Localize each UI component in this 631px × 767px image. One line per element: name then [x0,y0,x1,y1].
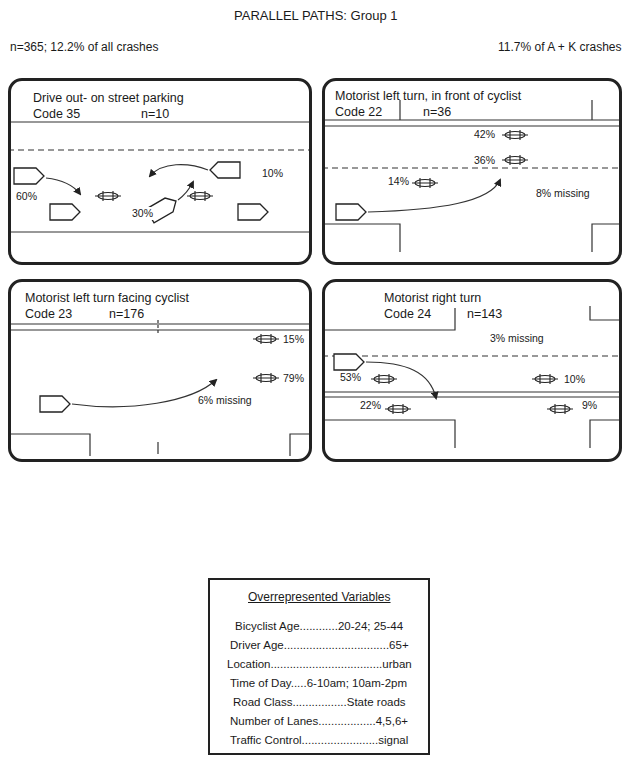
illustration-stroke [40,396,70,412]
illustration-stroke [8,434,312,456]
illustration-stroke [366,362,436,398]
illustration-stroke [8,324,312,330]
illustration-stroke [322,355,622,356]
illustration-stroke [210,162,240,178]
illustration-stroke [8,149,312,150]
variable-line: Bicyclist Age............20-24; 25-44 [235,620,403,634]
illustration-stroke [322,392,622,397]
crash-type-panel: Motorist left turn facing cyclistCode 23… [8,279,312,462]
percentage-label: 9% [581,399,598,412]
panel-22-scene [322,100,622,252]
panel-23-scene [8,320,312,456]
illustration-stroke [334,354,364,370]
illustration-stroke [253,334,279,344]
percentage-label: 10% [261,167,284,180]
code-count: n=143 [467,307,502,322]
illustration-stroke [322,120,622,126]
illustration-stroke [157,320,158,334]
crash-type-panel: Motorist right turnCode 24 n=143 3% missin… [322,279,622,462]
illustration-stroke [385,404,411,414]
illustration-stroke [532,374,558,384]
percentage-label: 14% [387,175,410,188]
crash-type-panel: Drive out- on street parkingCode 35 n=10 1… [8,78,312,265]
variable-line: Number of Lanes..................4,5,6+ [230,715,408,729]
summary-stat: 11.7% of A + K crashes [498,40,622,54]
panel-heading: Motorist left turn facing cyclist [25,291,189,306]
variable-line: Driver Age..............................… [230,639,409,653]
variable-line: Road Class.................State roads [233,696,406,710]
panel-24-scene [322,306,622,448]
percentage-label: 53% [339,371,362,384]
illustration-stroke [371,374,397,384]
illustration-stroke [72,380,216,407]
code-count: Code 22 [335,105,382,120]
percentage-label: 22% [359,399,382,412]
box-heading: Overrepresented Variables [248,590,391,604]
summary-stat: n=365; 12.2% of all crashes [10,40,158,54]
illustration-stroke [157,442,158,454]
percentage-label: 3% missing [489,332,545,345]
variable-line: Traffic Control........................s… [230,734,408,748]
percentage-label: 79% [282,372,305,385]
percentage-label: 60% [15,190,38,203]
variables-box: Overrepresented VariablesBicyclist Age..… [208,578,430,755]
percentage-label: 6% missing [197,394,253,407]
panel-heading: Drive out- on street parking [33,91,184,106]
illustration-stroke [150,165,208,176]
code-count: Code 35 [33,107,80,122]
illustration-stroke [187,191,213,201]
percentage-label: 30% [131,207,154,220]
percentage-label: 15% [282,333,305,346]
illustration-stroke [502,155,528,165]
illustration-stroke [547,404,573,414]
panel-35-scene [8,122,312,232]
illustration-stroke [322,224,622,252]
illustration-stroke [322,308,455,330]
code-count: Code 24 [384,307,431,322]
variable-line: Time of Day.....6-10am; 10am-2pm [230,677,407,691]
illustration-stroke [8,231,312,232]
code-count: n=10 [141,107,169,122]
code-count: n=36 [423,105,451,120]
page-title: PARALLEL PATHS: Group 1 [234,8,398,23]
illustration-stroke [8,121,312,122]
percentage-label: 36% [473,154,496,167]
variable-line: Location................................… [227,658,412,672]
percentage-label: 8% missing [535,187,591,200]
crash-type-panel: Motorist left turn, in front of cyclistC… [322,78,622,265]
percentage-label: 10% [563,373,586,386]
illustration-stroke [322,420,622,448]
illustration-stroke [336,204,366,220]
panel-heading: Motorist left turn, in front of cyclist [335,89,521,104]
illustration-stroke [253,373,279,383]
illustration-stroke [502,130,528,140]
illustration-stroke [46,178,80,194]
percentage-label: 42% [473,128,496,141]
illustration-stroke [322,167,622,168]
illustration-stroke [238,204,268,220]
panel-heading: Motorist right turn [384,291,481,306]
code-count: n=176 [109,307,144,322]
illustration-stroke [95,191,121,201]
illustration-stroke [412,178,438,188]
illustration-stroke [50,204,80,220]
code-count: Code 23 [25,307,72,322]
illustration-stroke [14,168,44,184]
illustration-stroke [590,306,622,320]
